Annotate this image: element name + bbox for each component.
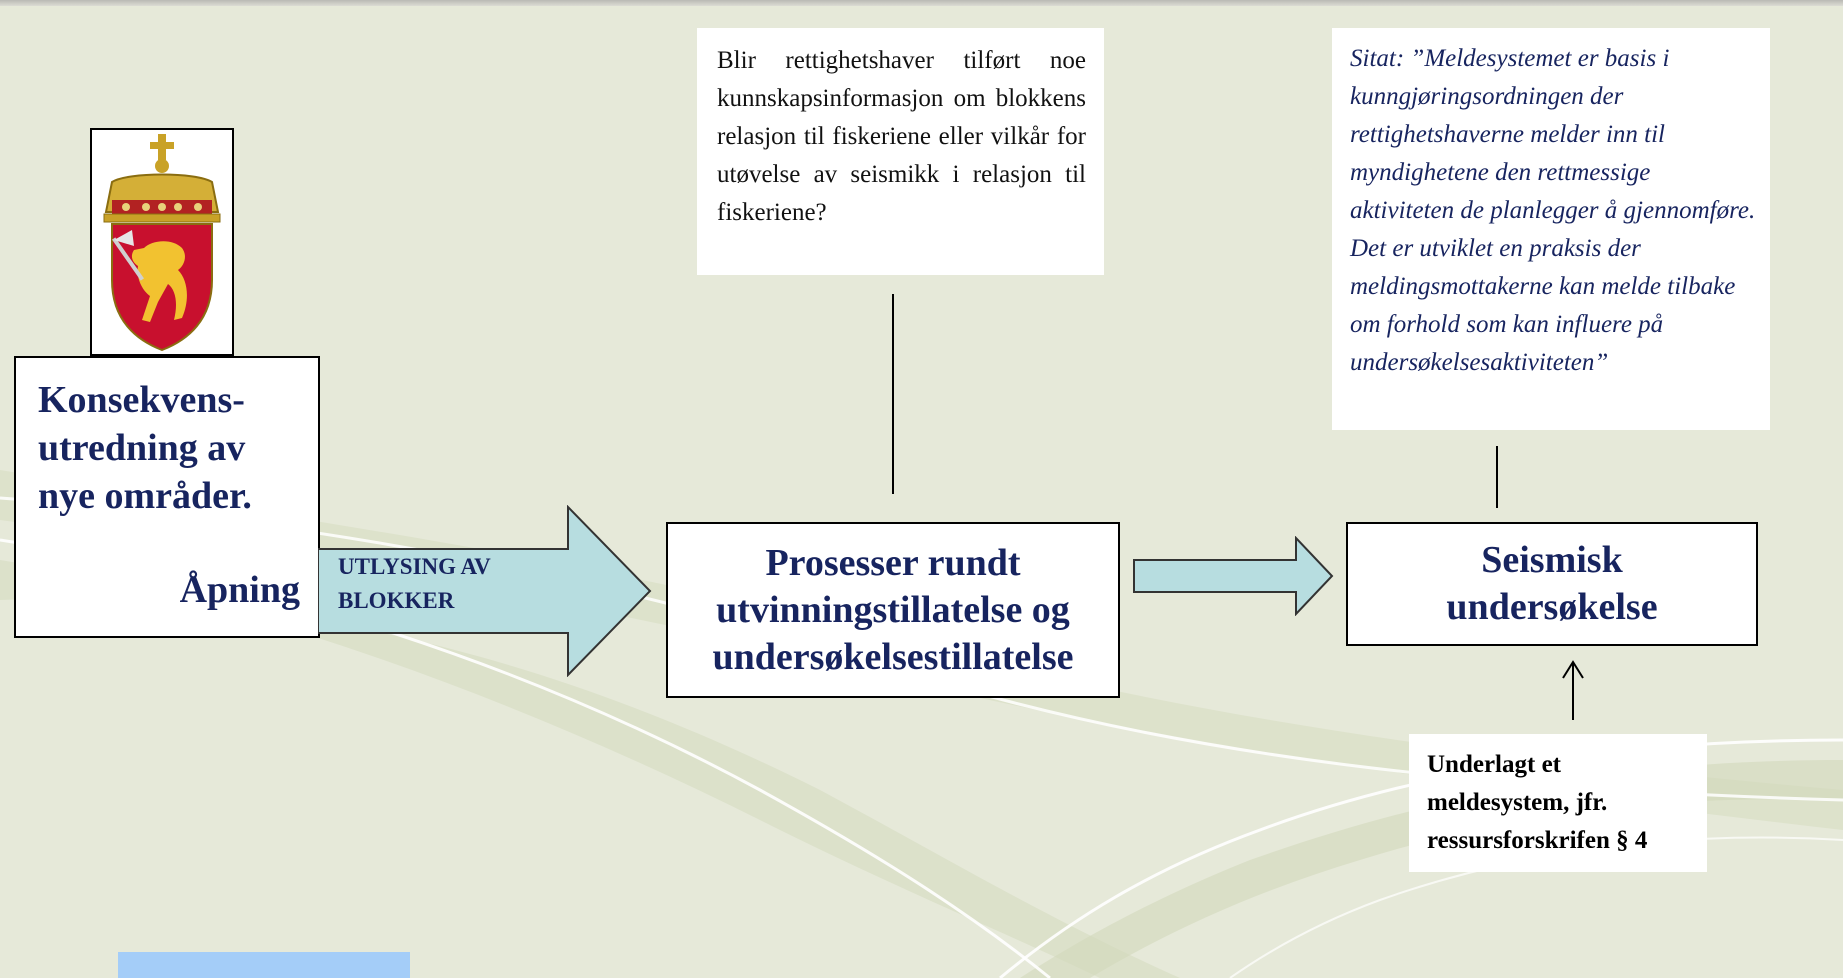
coat-of-arms	[90, 128, 234, 356]
question-note: Blir rettighetshaver tilført noe kunnska…	[697, 28, 1104, 275]
block-announcement-arrow	[318, 505, 652, 677]
impact-assessment-title: Konsekvens-utredning av nye områder.	[38, 379, 252, 517]
block-announcement-label: UTLYSING AV BLOKKER	[338, 550, 491, 618]
arrow-label-line-1: UTLYSING AV	[338, 554, 491, 579]
process-line-1: Prosesser rundt	[765, 541, 1021, 584]
license-process-box: Prosesser rundt utvinningstillatelse og …	[666, 522, 1120, 698]
process-line-3: undersøkelsestillatelse	[712, 635, 1074, 678]
seismic-line-2: undersøkelse	[1446, 586, 1658, 628]
process-line-2: utvinningstillatelse og	[716, 588, 1070, 631]
seismic-line-1: Seismisk	[1481, 539, 1623, 581]
quote-note: Sitat: ”Meldesystemet er basis i kunngjø…	[1332, 28, 1770, 430]
up-arrow-head	[1562, 660, 1584, 679]
arrow-label-line-2: BLOKKER	[338, 588, 455, 613]
system-note-line-1: Underlagt et	[1427, 751, 1561, 778]
impact-assessment-box: Konsekvens-utredning av nye områder. Åpn…	[14, 356, 320, 638]
system-note-line-2: meldesystem, jfr.	[1427, 789, 1608, 816]
reporting-system-note: Underlagt et meldesystem, jfr. ressursfo…	[1409, 734, 1707, 872]
top-strip	[0, 0, 1843, 6]
system-note-line-3: ressursforskrifen § 4	[1427, 827, 1648, 854]
opening-label: Åpning	[179, 569, 300, 611]
blue-rectangle	[118, 952, 410, 978]
seismic-survey-box: Seismisk undersøkelse	[1346, 522, 1758, 646]
process-to-seismic-arrow	[1133, 536, 1334, 616]
norwegian-coat-of-arms-icon	[103, 134, 221, 352]
